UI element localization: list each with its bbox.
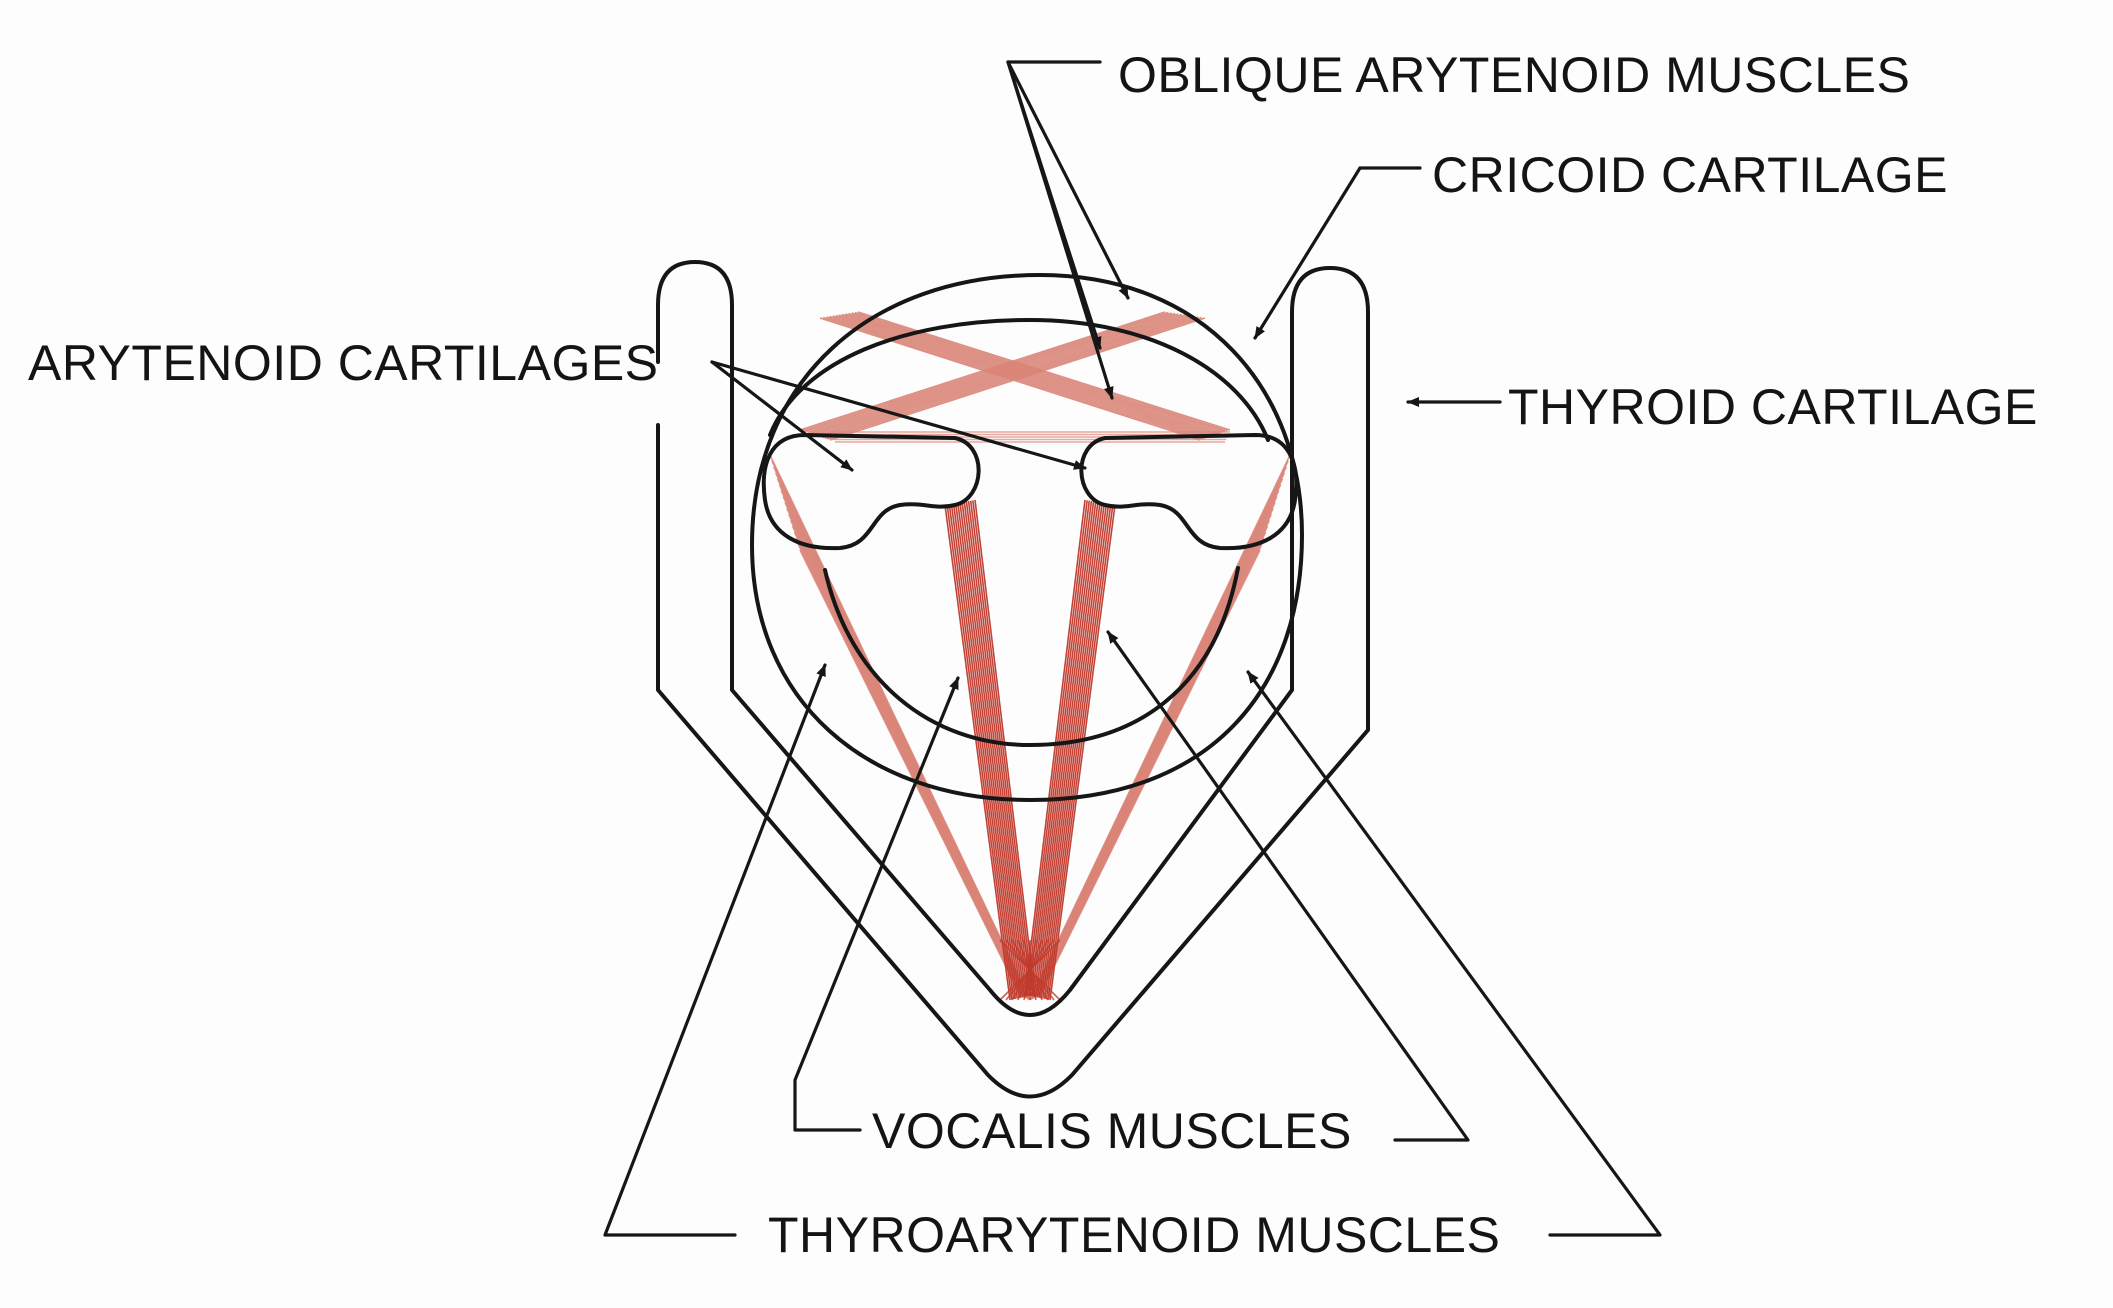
label-thyroarytenoid-muscles: THYROARYTENOID MUSCLES <box>768 1207 1500 1263</box>
arytenoid-cartilage-left <box>761 433 981 551</box>
cricoid-cartilage <box>750 273 1304 802</box>
cricoid-arrow <box>1253 166 1362 340</box>
thyroarytenoid-fibers-left <box>769 454 1031 1001</box>
apex-fibers-1 <box>999 939 1061 1001</box>
oblique-arrow-3 <box>1006 60 1114 400</box>
arytenoid-arrow-left <box>710 360 854 472</box>
arytenoid-cartilage-right <box>1079 433 1299 551</box>
label-arytenoid-cartilages: ARYTENOID CARTILAGES <box>28 335 659 391</box>
leader-lines <box>603 60 1662 1237</box>
labels: OBLIQUE ARYTENOID MUSCLES CRICOID CARTIL… <box>28 47 2038 1263</box>
cricoid-inner-arc <box>768 318 1270 442</box>
vocalis-fibers-left <box>944 499 1036 1001</box>
thyroid-cartilage-left-horn <box>656 260 734 364</box>
thyroid-cartilage <box>656 260 1370 1099</box>
cricoid-outer-ring <box>750 273 1304 802</box>
cricoid-lower-arc <box>823 566 1240 747</box>
vocalis-leader-right <box>1106 630 1470 1142</box>
muscle-fibers <box>769 311 1291 1001</box>
thyroid-cartilage-left-arm <box>656 266 1370 1099</box>
label-vocalis-muscles: VOCALIS MUSCLES <box>872 1103 1352 1159</box>
vocalis-fibers-right <box>1024 499 1116 1001</box>
label-oblique-arytenoid-muscles: OBLIQUE ARYTENOID MUSCLES <box>1118 47 1910 103</box>
thyroarytenoid-leader-left <box>603 663 827 1237</box>
vocalis-leader-left <box>793 676 960 1132</box>
thyroarytenoid-leader-right <box>1246 670 1662 1237</box>
label-cricoid-cartilage: CRICOID CARTILAGE <box>1432 147 1948 203</box>
oblique-arrow-1 <box>1006 60 1130 300</box>
arytenoid-arrow-right <box>710 360 1087 470</box>
arytenoid-cartilages <box>761 433 1299 551</box>
label-thyroid-cartilage: THYROID CARTILAGE <box>1508 379 2038 435</box>
